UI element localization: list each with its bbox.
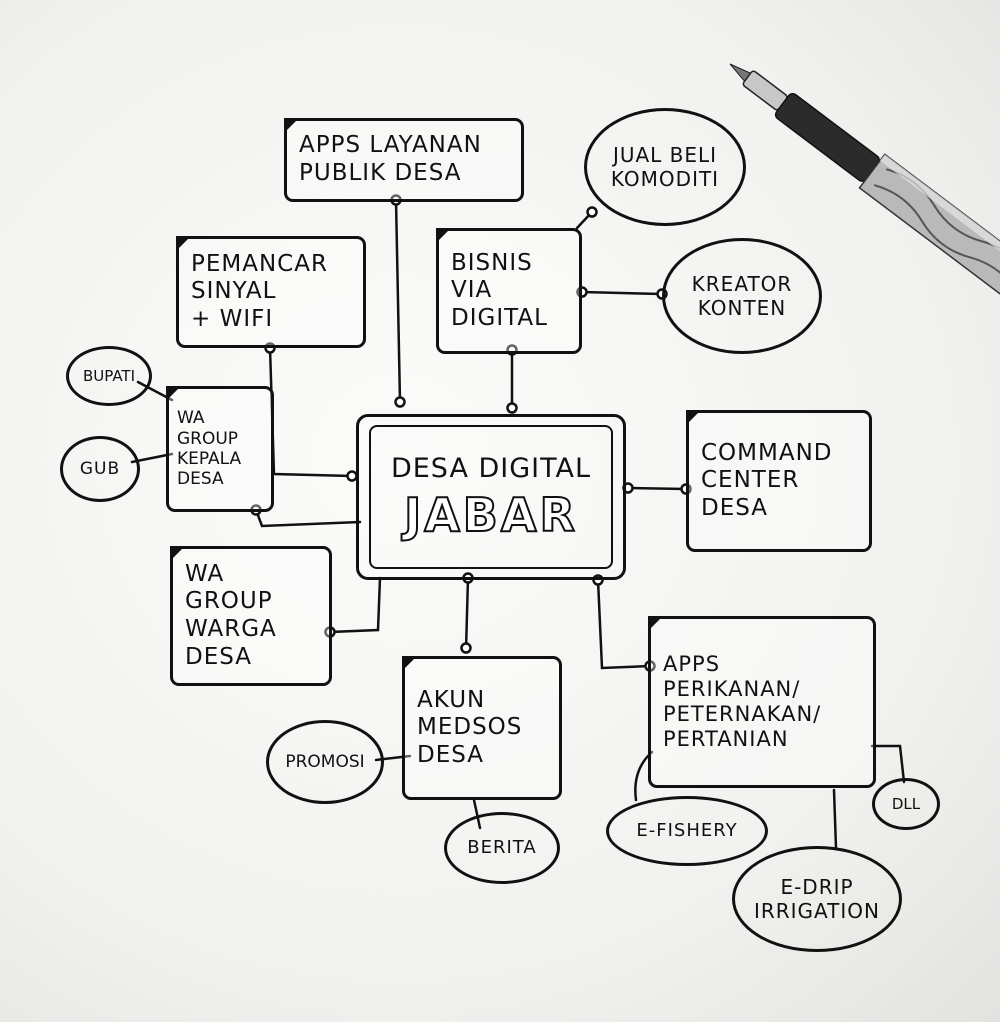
bubble-label-line: GUB — [79, 458, 121, 479]
node-akun-medsos-desa: AKUN MEDSOS DESA — [402, 656, 562, 800]
node-label-line: APPS — [663, 651, 721, 676]
node-label-line: WARGA — [185, 616, 277, 642]
bubble-kreator-konten: KREATOR KONTEN — [662, 238, 822, 354]
node-label-line: WA GROUP — [185, 560, 273, 615]
bubble-label-line: BUPATI — [82, 367, 136, 385]
node-label-line: MEDSOS — [417, 714, 523, 741]
link-akun-medsos — [464, 576, 470, 652]
link-wa-warga — [328, 576, 382, 634]
center-node: DESA DIGITAL JABAR — [356, 414, 626, 580]
node-label-line: PETERNAKAN/ — [663, 702, 822, 726]
node-label-line: SINYAL — [191, 278, 277, 305]
node-bisnis-via-digital: BISNIS VIA DIGITAL — [436, 228, 582, 354]
node-label-line: + WIFI — [191, 305, 274, 332]
node-label-line: COMMAND — [701, 439, 833, 466]
bubble-label-line: KOMODITI — [610, 167, 720, 191]
node-wa-group-warga-desa: WA GROUP WARGA DESA — [170, 546, 332, 686]
link-apps-layanan — [394, 198, 402, 404]
bubble-label-line: IRRIGATION — [753, 899, 881, 923]
node-label-line: DIGITAL — [451, 304, 548, 331]
bubble-label-line: E-FISHERY — [636, 820, 738, 842]
node-label-line: CENTER — [701, 467, 800, 494]
link-kreator — [580, 290, 664, 296]
bubble-label-line: PROMOSI — [285, 751, 365, 772]
node-label-line: PERIKANAN/ — [663, 676, 801, 701]
bubble-label-line: E-DRIP — [780, 875, 854, 899]
node-label-line: APPS LAYANAN — [299, 132, 482, 159]
node-label-line: DESA — [177, 469, 224, 490]
node-label-line: BISNIS — [451, 249, 533, 276]
bubble-label-line: BERITA — [467, 837, 537, 859]
link-dll — [870, 744, 906, 784]
node-command-center-desa: COMMAND CENTER DESA — [686, 410, 872, 552]
node-label-line: DESA — [185, 643, 253, 670]
node-apps-layanan-publik: APPS LAYANAN PUBLIK DESA — [284, 118, 524, 202]
bubble-label-line: JUAL BELI — [612, 143, 718, 167]
bubble-berita: BERITA — [444, 812, 560, 884]
link-apps-perikanan — [596, 578, 652, 670]
node-label-line: PEMANCAR — [191, 250, 328, 277]
node-label-line: DESA — [701, 494, 769, 521]
bubble-bupati: BUPATI — [66, 346, 152, 406]
node-label-line: WA GROUP — [177, 408, 239, 449]
link-command-center — [626, 486, 688, 491]
node-pemancar-sinyal: PEMANCAR SINYAL + WIFI — [176, 236, 366, 348]
node-wa-group-kepala-desa: WA GROUP KEPALA DESA — [166, 386, 274, 512]
bubble-label-line: KONTEN — [697, 296, 787, 320]
bubble-promosi: PROMOSI — [266, 720, 384, 804]
node-label-line: VIA — [451, 277, 493, 304]
bubble-e-fishery: E-FISHERY — [606, 796, 768, 866]
center-subtitle: JABAR — [403, 487, 578, 543]
node-label-line: DESA — [417, 741, 485, 768]
node-apps-perikanan: APPS PERIKANAN/ PETERNAKAN/ PERTANIAN — [648, 616, 876, 788]
node-label-line: PERTANIAN — [663, 727, 789, 752]
bubble-label-line: KREATOR — [691, 272, 793, 296]
bubble-gub: GUB — [60, 436, 140, 502]
bubble-label-line: DLL — [891, 795, 921, 813]
node-label-line: PUBLIK DESA — [299, 160, 462, 186]
bubble-jual-beli-komoditi: JUAL BELI KOMODITI — [584, 108, 746, 226]
center-node-inner: DESA DIGITAL JABAR — [369, 425, 613, 569]
node-label-line: KEPALA — [177, 449, 242, 469]
bubble-e-drip-irrigation: E-DRIP IRRIGATION — [732, 846, 902, 952]
bubble-dll: DLL — [872, 778, 940, 830]
node-label-line: AKUN — [417, 686, 486, 713]
center-title: DESA DIGITAL — [390, 452, 592, 484]
link-e-drip — [832, 788, 838, 850]
